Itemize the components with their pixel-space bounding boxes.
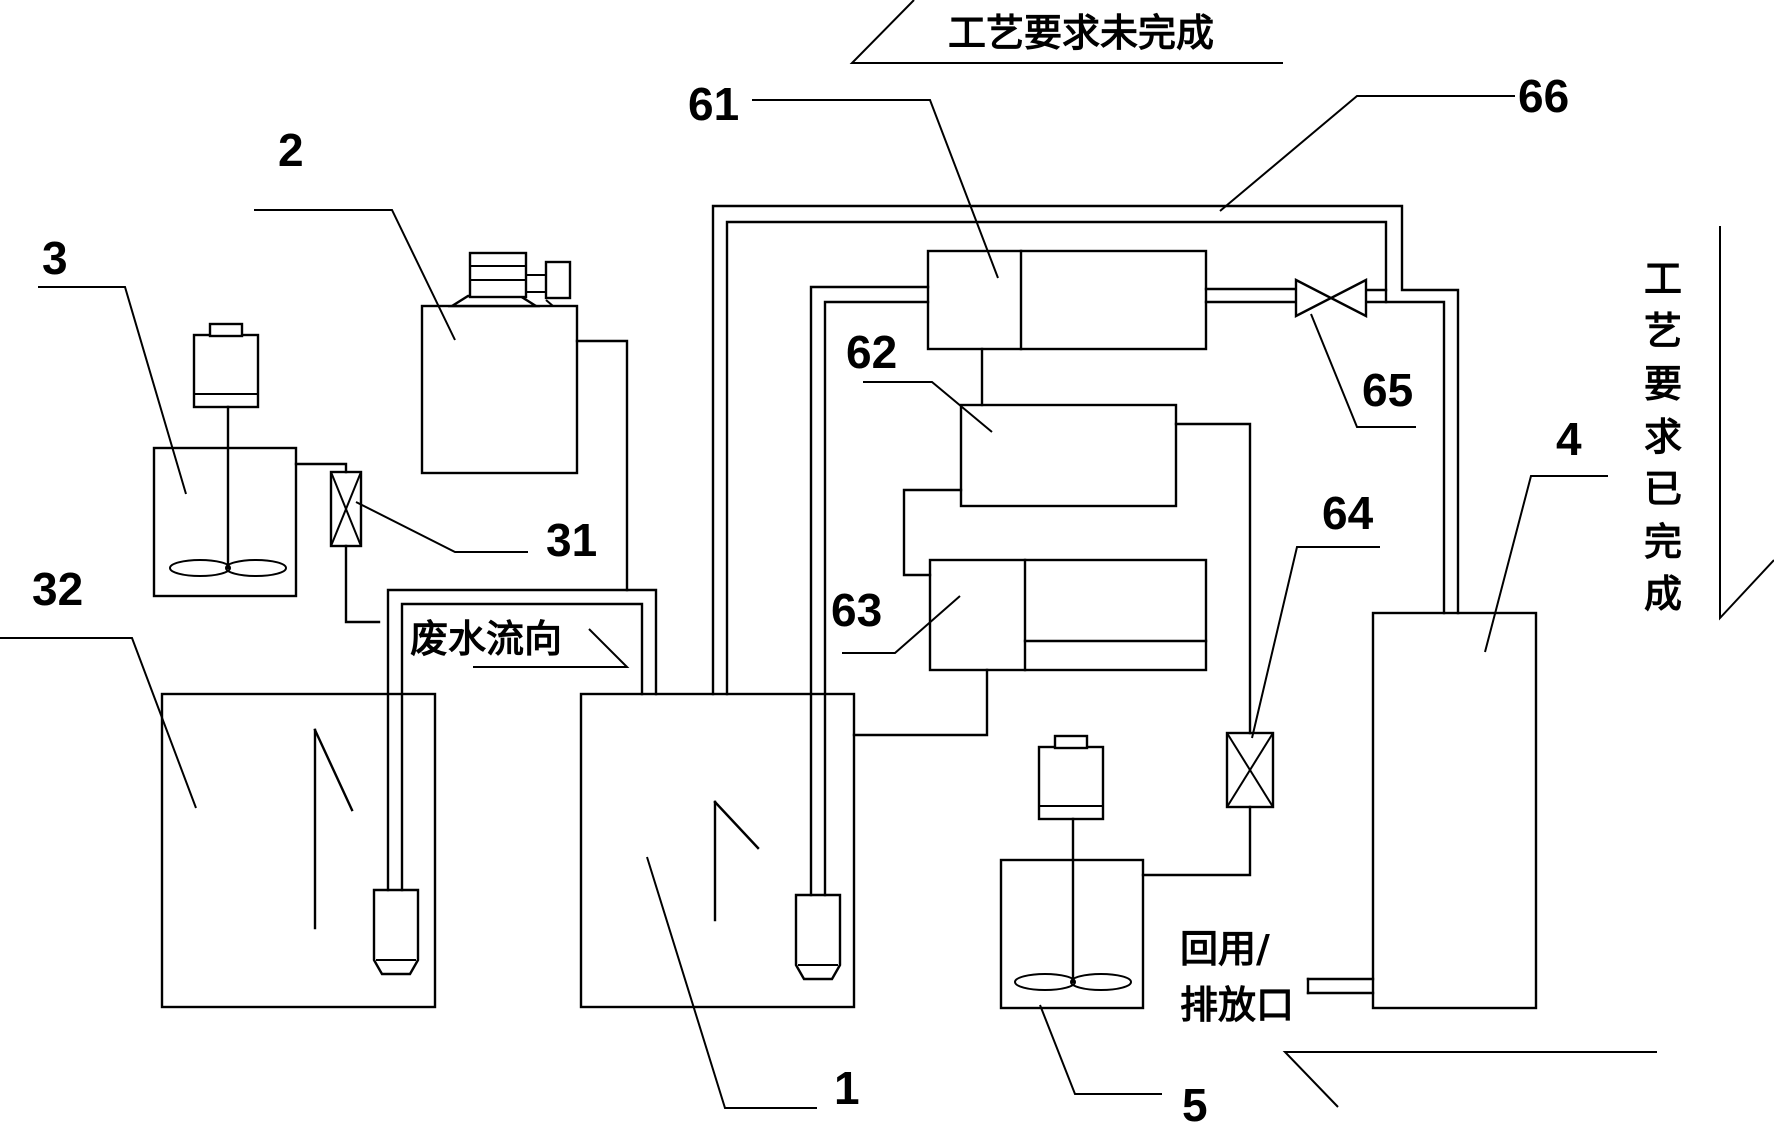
- device-2: [420, 251, 579, 475]
- reuse-outlet-label-line1: 回用/: [1180, 927, 1270, 971]
- tank-32: [160, 692, 437, 1009]
- label-66: 66: [1518, 70, 1569, 122]
- process-complete-char: 要: [1644, 362, 1682, 406]
- flow-arrows: [473, 0, 1774, 1108]
- label-1: 1: [834, 1062, 860, 1114]
- process-complete-label: 工 艺 要 求 已 完 成: [1644, 257, 1682, 616]
- dosing-tank-3: [152, 322, 298, 598]
- label-63: 63: [831, 584, 882, 636]
- pipe-66: [711, 204, 1460, 696]
- outlet-pipe-4: [1306, 977, 1375, 995]
- pump-32: [372, 888, 420, 976]
- pipe-61-to-65: [1204, 287, 1388, 304]
- process-complete-char: 成: [1644, 572, 1682, 616]
- reuse-outlet-label-line2: 排放口: [1180, 983, 1294, 1027]
- label-3: 3: [42, 232, 68, 284]
- process-complete-char: 艺: [1644, 309, 1682, 353]
- process-complete-char: 已: [1644, 467, 1682, 511]
- process-complete-char: 工: [1644, 257, 1682, 301]
- pipe-32-to-1: [386, 588, 658, 892]
- dosing-tank-5: [999, 734, 1145, 1010]
- pipe-63-to-1: [852, 668, 989, 737]
- label-61: 61: [688, 78, 739, 130]
- label-4: 4: [1556, 413, 1582, 465]
- pipe-62-to-64: [1174, 422, 1252, 735]
- pipe-62-to-63: [902, 488, 963, 577]
- valve-65: [1294, 278, 1368, 318]
- label-5: 5: [1182, 1079, 1208, 1125]
- label-65: 65: [1362, 364, 1413, 416]
- process-complete-char: 完: [1644, 520, 1682, 564]
- pipe-dosing-3: [294, 462, 381, 624]
- membrane-61: [926, 249, 1208, 351]
- wastewater-flow-label: 废水流向: [410, 617, 562, 661]
- process-complete-char: 求: [1644, 415, 1682, 459]
- pump-1: [794, 893, 842, 981]
- pipe-64-to-5: [1141, 805, 1252, 877]
- tank-4: [1371, 611, 1538, 1010]
- pipe-2-to-1: [575, 339, 629, 592]
- membrane-63: [928, 558, 1208, 672]
- label-2: 2: [278, 124, 304, 176]
- tank-1: [579, 692, 856, 1009]
- membrane-62: [959, 403, 1178, 508]
- process-incomplete-label: 工艺要求未完成: [948, 11, 1214, 55]
- valve-64: [1225, 731, 1275, 809]
- valve-31: [329, 470, 363, 548]
- label-32: 32: [32, 563, 83, 615]
- label-31: 31: [546, 514, 597, 566]
- leader-lines: [0, 95, 1608, 1109]
- label-64: 64: [1322, 487, 1374, 539]
- label-62: 62: [846, 326, 897, 378]
- pipe-pump1-to-61: [809, 285, 930, 897]
